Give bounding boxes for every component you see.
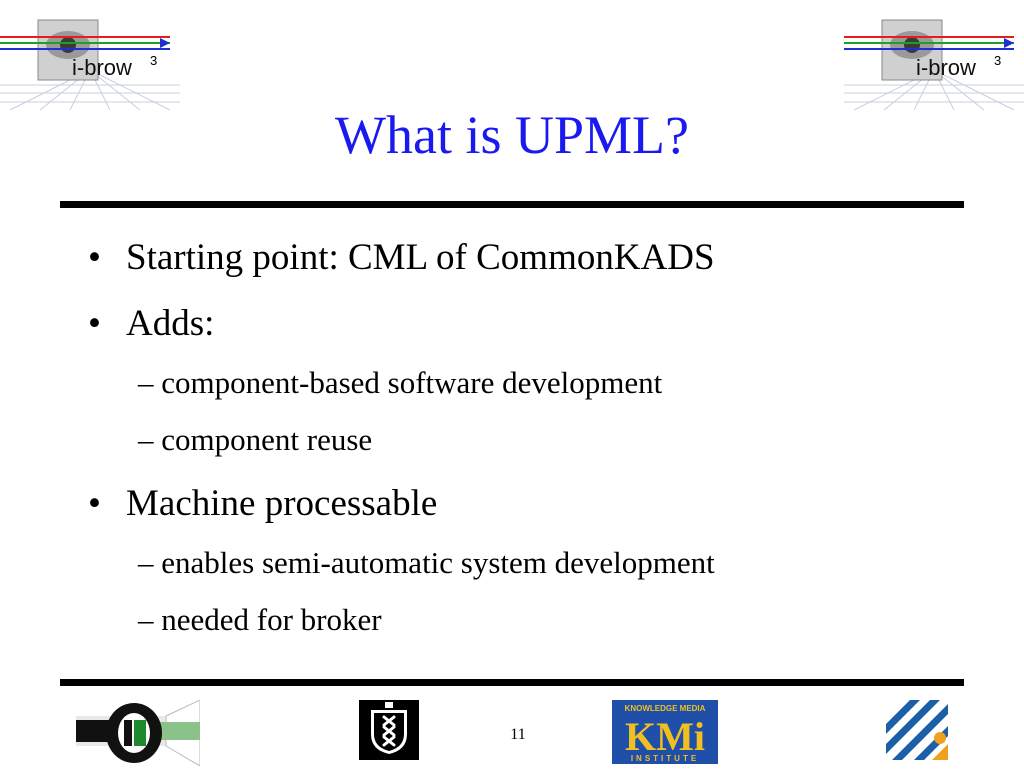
swi-logo-graphic xyxy=(76,699,201,767)
uva-logo xyxy=(359,700,419,765)
sub-bullet-mark: – xyxy=(138,365,154,400)
kmi-bottom-text: INSTITUTE xyxy=(631,754,699,763)
sub-bullet-item: – enables semi-automatic system developm… xyxy=(138,544,715,582)
kmi-logo-graphic: KNOWLEDGE MEDIA KMi INSTITUTE xyxy=(612,700,718,764)
top-divider xyxy=(60,201,964,208)
kmi-top-text: KNOWLEDGE MEDIA xyxy=(625,704,706,713)
sub-bullet-text: needed for broker xyxy=(161,602,382,637)
uva-logo-graphic xyxy=(359,700,419,760)
sub-bullet-mark: – xyxy=(138,422,154,457)
bottom-divider xyxy=(60,679,964,686)
kmi-logo: KNOWLEDGE MEDIA KMi INSTITUTE xyxy=(612,700,718,769)
bullet-mark: • xyxy=(88,483,101,524)
sub-bullet-text: enables semi-automatic system developmen… xyxy=(161,545,715,580)
ibrow-logo-superscript: 3 xyxy=(150,53,157,68)
sub-bullet-mark: – xyxy=(138,545,154,580)
swi-logo xyxy=(76,699,201,771)
bullet-text: Starting point: CML of CommonKADS xyxy=(126,237,715,278)
sub-bullet-text: component-based software development xyxy=(161,365,663,400)
kmi-main-text: KMi xyxy=(625,714,705,759)
slide-title: What is UPML? xyxy=(335,105,689,165)
sub-bullet-item: – needed for broker xyxy=(138,601,382,639)
ibrow-logo-graphic: i-brow 3 xyxy=(0,19,180,111)
ibrow-logo-text: i-brow xyxy=(72,55,132,80)
ibrow-logo-right: i-brow 3 xyxy=(844,15,1024,111)
ibrow-logo-text: i-brow xyxy=(916,55,976,80)
ibrow-logo-graphic: i-brow 3 xyxy=(844,19,1024,111)
bullet-text: Machine processable xyxy=(126,483,438,524)
bullet-mark: • xyxy=(88,237,101,278)
ibrow-logo-superscript: 3 xyxy=(994,53,1001,68)
sub-bullet-item: – component-based software development xyxy=(138,364,662,402)
sub-bullet-mark: – xyxy=(138,602,154,637)
stripes-logo xyxy=(886,700,948,765)
sub-bullet-item: – component reuse xyxy=(138,421,372,459)
ibrow-logo-left: i-brow 3 xyxy=(0,15,180,111)
sub-bullet-text: component reuse xyxy=(161,422,373,457)
page-number: 11 xyxy=(510,726,526,743)
bullet-mark: • xyxy=(88,303,101,344)
bullet-text: Adds: xyxy=(126,303,215,344)
stripes-logo-graphic xyxy=(886,700,948,760)
